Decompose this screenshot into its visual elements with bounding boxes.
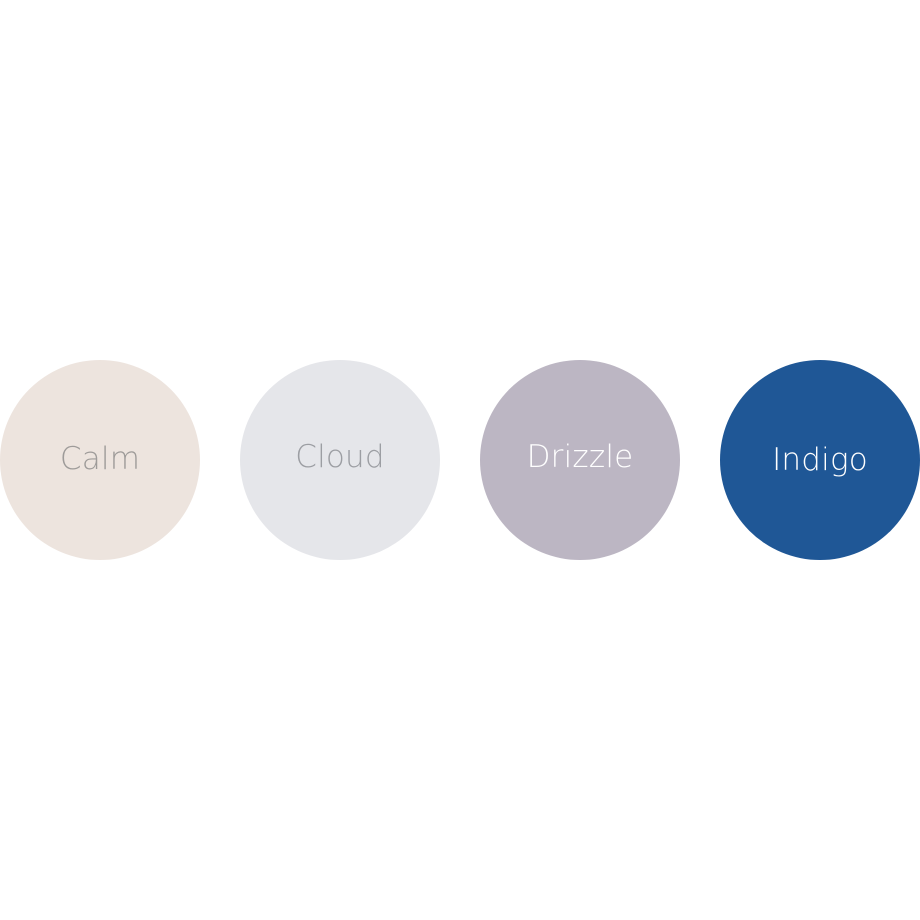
color-swatch-indigo: Indigo xyxy=(720,360,920,560)
swatch-label: Calm xyxy=(59,440,141,477)
color-swatch-calm: Calm xyxy=(0,360,200,560)
color-swatch-drizzle: Drizzle xyxy=(480,360,680,560)
swatch-label: Cloud xyxy=(295,438,385,475)
swatch-label: Indigo xyxy=(772,441,868,478)
swatch-label: Drizzle xyxy=(526,438,634,475)
color-swatch-cloud: Cloud xyxy=(240,360,440,560)
